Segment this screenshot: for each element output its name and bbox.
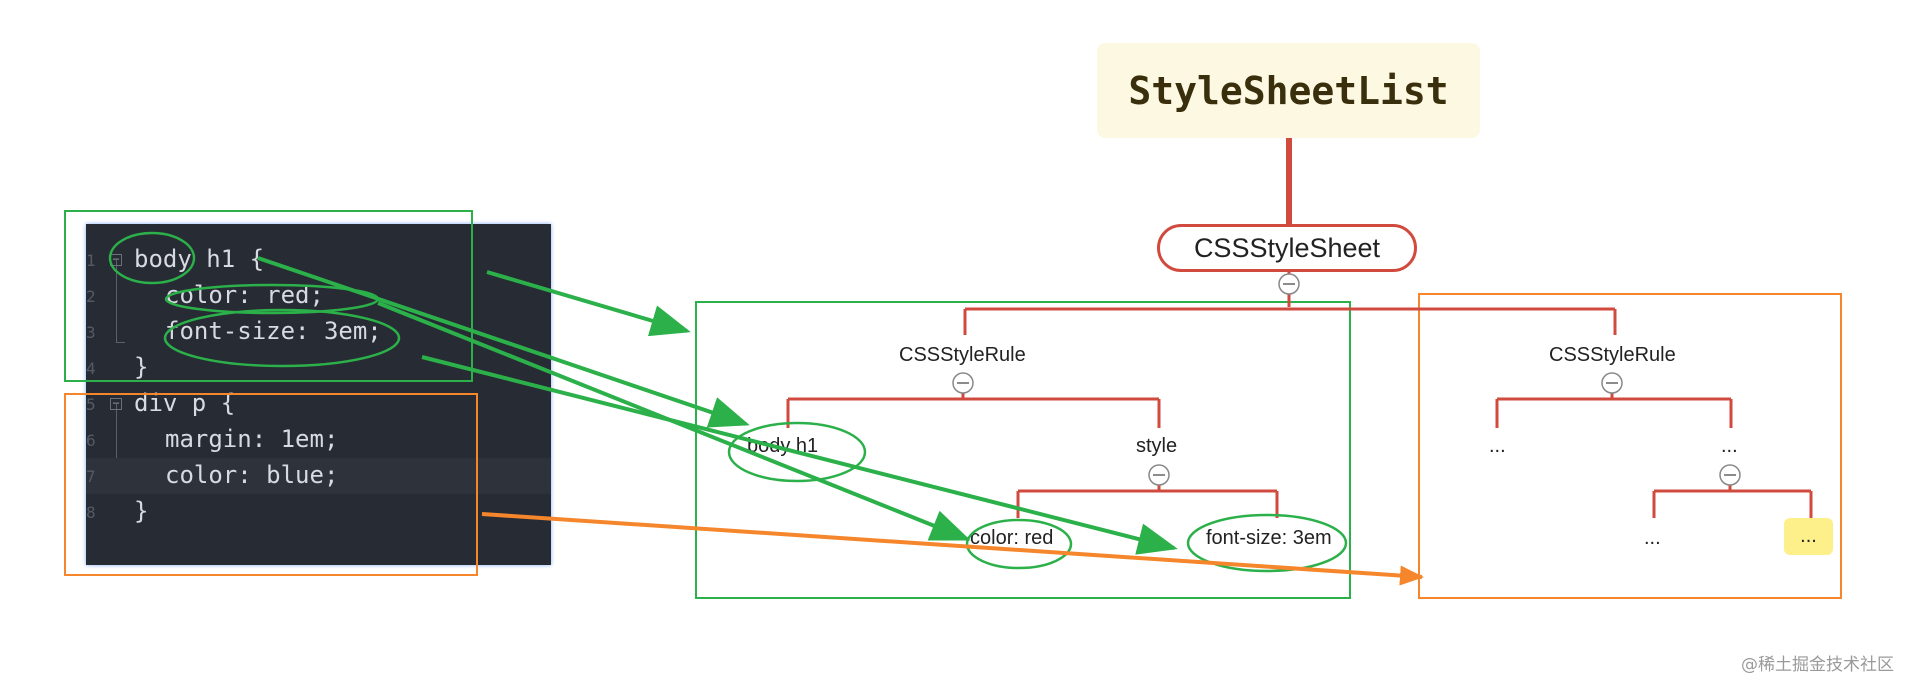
style-node: style xyxy=(1136,435,1178,457)
code-line: 6 margin: 1em; xyxy=(86,422,551,458)
indent-guide-end xyxy=(116,332,125,343)
fold-toggle-icon[interactable]: − xyxy=(110,397,122,410)
indent-guide xyxy=(116,404,117,476)
code-text: color: blue; xyxy=(165,461,339,489)
indent-guide xyxy=(116,260,117,332)
collapse-icon xyxy=(1278,273,1300,295)
line-number: 5 xyxy=(86,395,96,414)
stylesheetlist-node: StyleSheetList xyxy=(1097,43,1480,138)
code-text: body h1 { xyxy=(134,245,265,273)
line-number: 7 xyxy=(86,467,96,486)
collapse-icon xyxy=(952,372,974,394)
rule2-tree-frame xyxy=(1418,293,1842,599)
code-line: 1 − body h1 { xyxy=(86,242,551,278)
ellipse-color-node xyxy=(965,518,1073,570)
rule1-code-frame xyxy=(64,210,473,382)
rule2-leaf-left: ... xyxy=(1644,527,1661,549)
collapse-icon xyxy=(1148,464,1170,486)
cssstylesheet-node: CSSStyleSheet xyxy=(1157,224,1417,272)
cssstylesheet-label: CSSStyleSheet xyxy=(1193,232,1381,263)
code-line-active: 7 color: blue; xyxy=(86,458,551,494)
arrow-selector xyxy=(257,256,750,428)
highlight-ellipses xyxy=(108,231,1348,573)
rule2-leaf-right: ... xyxy=(1800,525,1817,547)
stylesheetlist-label: StyleSheetList xyxy=(1128,68,1449,113)
mapping-arrows xyxy=(257,256,1424,586)
arrow-rule-to-tree xyxy=(486,270,691,337)
code-text: } xyxy=(134,497,149,525)
cssstylerule-1-label: CSSStyleRule xyxy=(899,344,1026,366)
ellipse-selector-node xyxy=(727,421,867,483)
code-text: margin: 1em; xyxy=(165,425,339,453)
rule2-code-frame xyxy=(64,393,478,576)
ellipse-fontsize-node xyxy=(1186,513,1348,573)
code-line: 8 } xyxy=(86,494,551,530)
rule1-tree-frame xyxy=(695,301,1351,599)
line-number: 8 xyxy=(86,503,96,522)
line-number: 3 xyxy=(86,323,96,342)
tree-connectors xyxy=(786,138,1813,518)
line-number: 6 xyxy=(86,431,96,450)
ellipse-selector-code xyxy=(108,231,196,285)
cssstylerule-2-label: CSSStyleRule xyxy=(1549,344,1676,366)
watermark: @稀土掘金技术社区 xyxy=(1741,655,1894,675)
declaration-fontsize-node: font-size: 3em xyxy=(1206,527,1332,549)
collapse-icon xyxy=(1719,464,1741,486)
line-number: 2 xyxy=(86,287,96,306)
collapse-icons xyxy=(952,273,1741,486)
ellipse-fontsize-code xyxy=(163,308,401,368)
rule2-child-left: ... xyxy=(1489,435,1506,457)
line-number: 4 xyxy=(86,359,96,378)
declaration-color-node: color: red xyxy=(970,527,1054,549)
code-text: } xyxy=(134,353,149,381)
code-line: 4 } xyxy=(86,350,551,386)
line-number: 1 xyxy=(86,251,96,270)
arrow-fontsize xyxy=(421,355,1178,555)
collapse-icon xyxy=(1601,372,1623,394)
arrow-rule2-to-tree xyxy=(481,512,1424,586)
rule2-leaf-highlight: ... xyxy=(1784,518,1833,555)
rule2-child-right: ... xyxy=(1721,435,1738,457)
